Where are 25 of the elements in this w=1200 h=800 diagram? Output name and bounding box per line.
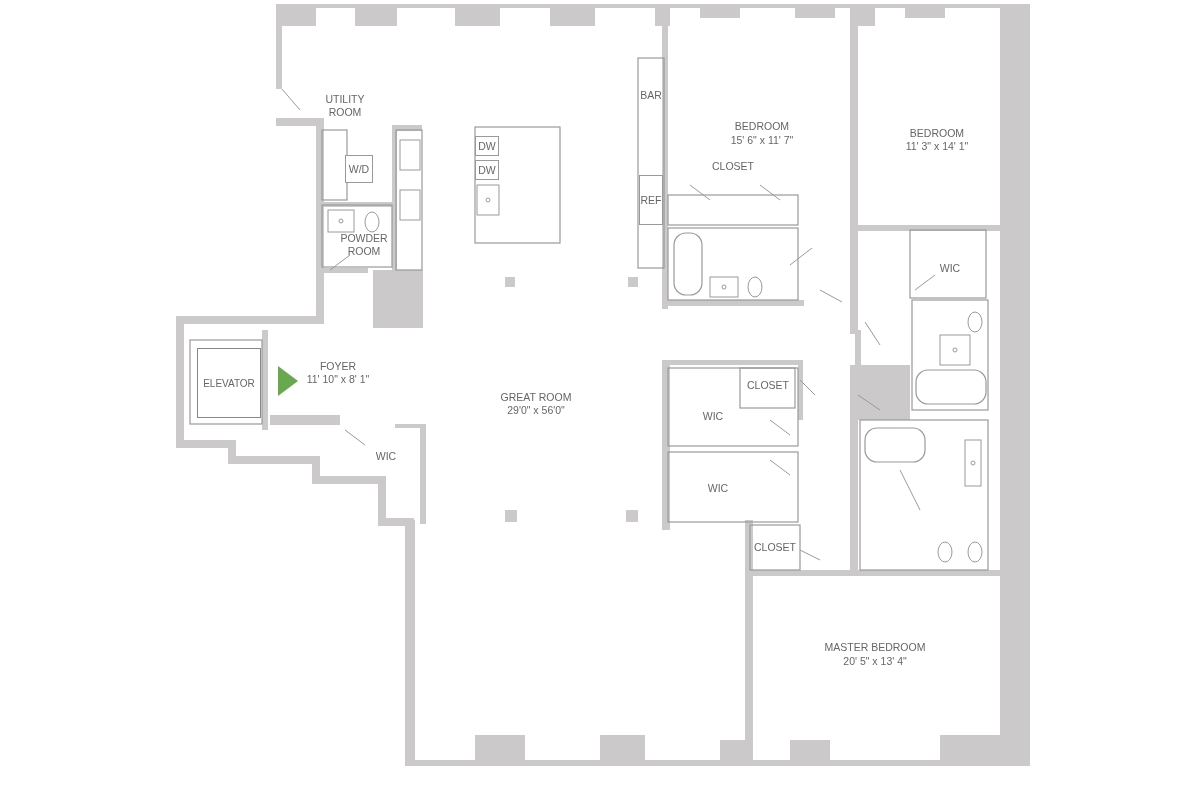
room-label: FOYER — [319, 359, 357, 373]
appliance-box: DW — [475, 136, 499, 156]
room-label: POWDER ROOM — [339, 232, 389, 258]
room-label: MASTER BEDROOM — [824, 640, 926, 654]
room-label: WIC — [939, 261, 961, 275]
room-label: CLOSET — [712, 159, 754, 173]
room-label: UTILITY ROOM — [324, 93, 366, 119]
room-dimensions: 20' 5" x 13' 4" — [843, 654, 907, 668]
appliance-box: REF — [639, 175, 663, 225]
room-label: CLOSET — [754, 540, 796, 554]
room-label: BEDROOM — [734, 119, 790, 133]
room-dimensions: 11' 3" x 14' 1" — [905, 139, 969, 153]
room-label: WIC — [375, 449, 397, 463]
elevator-box: ELEVATOR — [197, 348, 261, 418]
counter-label: BAR — [640, 88, 662, 102]
room-dimensions: 29'0" x 56'0" — [507, 403, 565, 417]
room-label: GREAT ROOM — [500, 390, 572, 404]
appliance-box: DW — [475, 160, 499, 180]
room-label: BEDROOM — [909, 126, 965, 140]
room-dimensions: 11' 10" x 8' 1" — [306, 372, 370, 386]
room-label: CLOSET — [747, 378, 789, 392]
room-label: WIC — [702, 409, 724, 423]
appliance-box: W/D — [345, 155, 373, 183]
room-dimensions: 15' 6" x 11' 7" — [730, 133, 794, 147]
room-label: WIC — [707, 481, 729, 495]
